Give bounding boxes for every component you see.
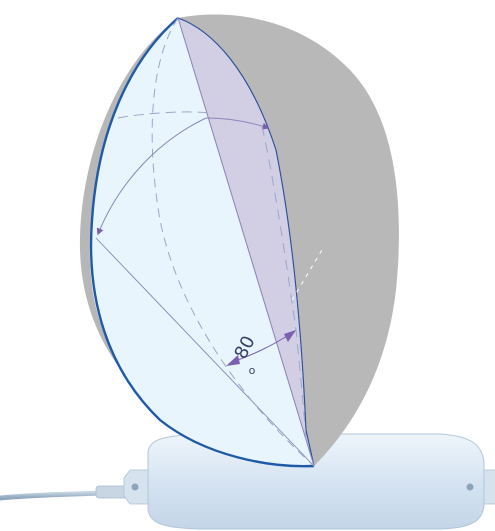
- shell-back: [178, 14, 399, 466]
- dashed-latitude-arc: [117, 111, 215, 119]
- angle-arrowhead-left: [226, 355, 240, 366]
- top-arc-arrow: [205, 117, 270, 130]
- left-screw-hole: [131, 483, 139, 491]
- dashed-plane-line: [261, 125, 307, 441]
- dashed-hint: [291, 249, 323, 301]
- construction-line-left: [95, 237, 315, 467]
- back-edge: [177, 17, 315, 467]
- dashed-meridian: [151, 17, 315, 467]
- right-mounting-tab: [483, 469, 495, 505]
- front-edge: [89, 17, 315, 468]
- right-screw-hole: [466, 483, 474, 491]
- degree-symbol: o: [249, 364, 256, 377]
- base-housing: [123, 433, 495, 530]
- left-arc-arrow: [96, 117, 207, 236]
- angle-arrowhead-right: [284, 330, 296, 342]
- front-face: [91, 18, 314, 467]
- main-chord-line: [177, 17, 315, 467]
- cable: [0, 485, 131, 501]
